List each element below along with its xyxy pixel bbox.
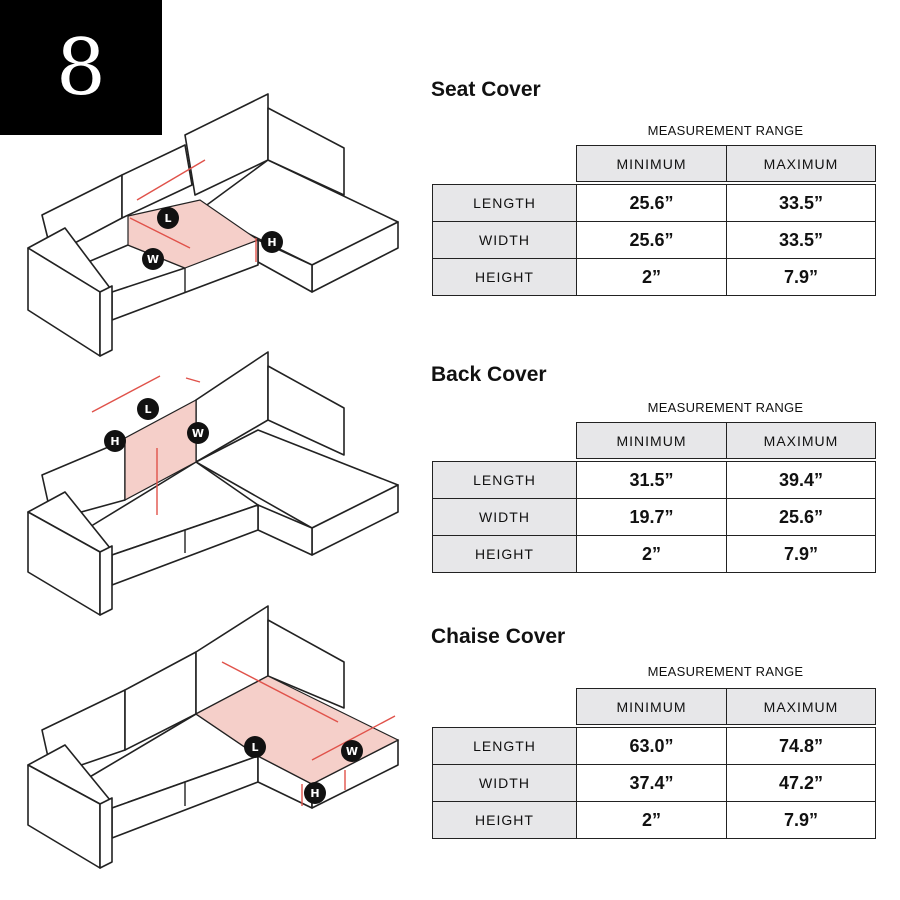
col-header-minimum: MINIMUM [576, 422, 727, 459]
measurement-range-label: MEASUREMENT RANGE [647, 400, 804, 415]
min-value: 25.6” [576, 184, 727, 222]
table-row: HEIGHT 2” 7.9” [432, 535, 876, 573]
length-letter: L [164, 212, 171, 225]
table-row: LENGTH 63.0” 74.8” [432, 727, 876, 765]
length-marker [244, 736, 266, 758]
max-value: 25.6” [726, 498, 876, 536]
left-arm-inner [99, 797, 113, 869]
step-number-badge: 8 [0, 0, 162, 135]
sofa-diagram-seat: L W H [27, 93, 399, 357]
sofa-diagram-chaise: L W H [27, 605, 400, 869]
min-value: 25.6” [576, 221, 727, 259]
min-value: 2” [576, 801, 727, 839]
table-row: WIDTH 25.6” 33.5” [432, 221, 876, 259]
length-marker [137, 398, 159, 420]
row-label: LENGTH [432, 461, 577, 499]
col-header-maximum: MAXIMUM [726, 688, 876, 725]
table-row: LENGTH 31.5” 39.4” [432, 461, 876, 499]
row-label: WIDTH [432, 764, 577, 802]
col-header-minimum: MINIMUM [576, 145, 727, 182]
length-letter: L [251, 741, 258, 754]
col-header-minimum: MINIMUM [576, 688, 727, 725]
max-value: 47.2” [726, 764, 876, 802]
width-letter: W [147, 253, 159, 266]
measurement-range-label: MEASUREMENT RANGE [647, 664, 804, 679]
left-arm-inner [99, 545, 113, 616]
row-label: LENGTH [432, 727, 577, 765]
width-marker [142, 248, 164, 270]
section-title-chaise-cover: Chaise Cover [431, 625, 566, 648]
height-letter: H [310, 787, 319, 800]
min-value: 2” [576, 258, 727, 296]
width-letter: W [192, 427, 204, 440]
table-row: HEIGHT 2” 7.9” [432, 258, 876, 296]
min-value: 19.7” [576, 498, 727, 536]
max-value: 7.9” [726, 258, 876, 296]
width-letter: W [346, 745, 358, 758]
length-letter: L [144, 403, 151, 416]
chaise-arm [267, 365, 345, 456]
back-highlight [124, 398, 197, 502]
row-label: WIDTH [432, 221, 577, 259]
row-label: HEIGHT [432, 801, 577, 839]
min-value: 63.0” [576, 727, 727, 765]
measurement-range-label: MEASUREMENT RANGE [647, 123, 804, 138]
row-label: LENGTH [432, 184, 577, 222]
left-arm-inner [99, 285, 113, 357]
max-value: 7.9” [726, 801, 876, 839]
max-value: 39.4” [726, 461, 876, 499]
section-title-seat-cover: Seat Cover [431, 78, 541, 101]
sofa-diagram-back: L H W [27, 351, 399, 616]
max-value: 7.9” [726, 535, 876, 573]
row-label: WIDTH [432, 498, 577, 536]
table-row: HEIGHT 2” 7.9” [432, 801, 876, 839]
row-label: HEIGHT [432, 535, 577, 573]
section-title-back-cover: Back Cover [431, 363, 547, 386]
table-row: WIDTH 19.7” 25.6” [432, 498, 876, 536]
height-marker [261, 231, 283, 253]
table-row: LENGTH 25.6” 33.5” [432, 184, 876, 222]
chaise-arm [267, 107, 345, 196]
max-value: 74.8” [726, 727, 876, 765]
col-header-maximum: MAXIMUM [726, 145, 876, 182]
back-cushion-mid [121, 144, 193, 219]
table-row: WIDTH 37.4” 47.2” [432, 764, 876, 802]
min-value: 2” [576, 535, 727, 573]
height-letter: H [267, 236, 276, 249]
col-header-maximum: MAXIMUM [726, 422, 876, 459]
height-marker [104, 430, 126, 452]
height-marker [304, 782, 326, 804]
step-number: 8 [56, 22, 106, 113]
seat-cover-table: MINIMUM MAXIMUM LENGTH 25.6” 33.5” WIDTH… [432, 145, 876, 296]
back-cover-table: MINIMUM MAXIMUM LENGTH 31.5” 39.4” WIDTH… [432, 422, 876, 573]
height-letter: H [110, 435, 119, 448]
width-marker [341, 740, 363, 762]
max-value: 33.5” [726, 221, 876, 259]
chaise-cover-table: MINIMUM MAXIMUM LENGTH 63.0” 74.8” WIDTH… [432, 688, 876, 839]
width-marker [187, 422, 209, 444]
row-label: HEIGHT [432, 258, 577, 296]
min-value: 37.4” [576, 764, 727, 802]
min-value: 31.5” [576, 461, 727, 499]
chaise-arm [267, 619, 345, 709]
max-value: 33.5” [726, 184, 876, 222]
length-marker [157, 207, 179, 229]
